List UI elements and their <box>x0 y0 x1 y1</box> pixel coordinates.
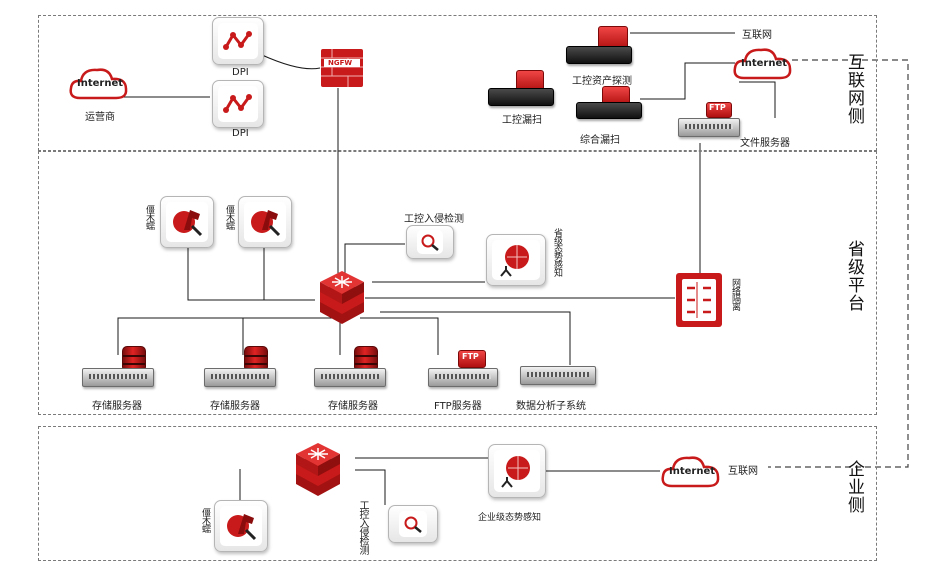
ngfw-firewall[interactable]: NGFW <box>320 48 364 88</box>
line-dpi-ngfw <box>261 54 321 70</box>
internet-label-top: Internet <box>741 58 788 69</box>
file-server[interactable]: FTP <box>676 102 742 138</box>
database-icon <box>244 346 268 372</box>
chart-link-icon <box>223 31 252 50</box>
dpi-device-1[interactable] <box>212 17 264 65</box>
cloud-icon <box>733 48 792 80</box>
enterprise-ids-label: 工控入侵检测 <box>357 500 368 554</box>
radar-globe-icon <box>501 456 530 488</box>
ics-asset-probe-device[interactable] <box>566 26 632 68</box>
core-router-provincial[interactable] <box>312 268 372 328</box>
network-gatekeeper-label: 网络隔离 <box>730 278 740 310</box>
trojan-label-1: 僵木蠕 <box>144 205 154 229</box>
database-icon <box>354 346 378 372</box>
firewall-icon <box>676 273 722 327</box>
trojan-horse-icon <box>251 210 281 237</box>
storage-server-label-2: 存储服务器 <box>210 401 260 412</box>
trojan-detector-1[interactable] <box>160 196 214 248</box>
ngfw-label: NGFW <box>328 59 353 67</box>
trojan-horse-icon <box>227 514 257 541</box>
line-trojan1-core <box>187 248 315 301</box>
enterprise-sa-label: 企业级态势感知 <box>478 513 542 523</box>
line-core-analysis <box>380 311 571 365</box>
storage-server-label-3: 存储服务器 <box>328 401 378 412</box>
integrated-scan-device[interactable] <box>576 86 642 122</box>
provincial-sa-device[interactable] <box>486 234 546 286</box>
ftp-server[interactable]: FTP <box>428 350 498 388</box>
line-core-storage1 <box>117 317 335 355</box>
cloud-icon <box>69 68 128 100</box>
chart-link-icon <box>223 94 252 113</box>
server-icon <box>428 368 498 387</box>
server-icon <box>204 368 276 387</box>
ics-ids-label: 工控入侵检测 <box>404 214 464 225</box>
internet-cloud-operator[interactable]: Internet <box>68 64 130 102</box>
line-internet-fileserver <box>739 81 776 118</box>
data-analysis-label: 数据分析子系统 <box>516 401 586 412</box>
core-router-enterprise[interactable] <box>288 440 348 500</box>
storage-server-label-1: 存储服务器 <box>92 401 142 412</box>
server-icon <box>520 366 596 385</box>
internet-label-enterprise: Internet <box>669 466 716 477</box>
file-server-label: 文件服务器 <box>740 138 790 149</box>
server-icon <box>82 368 154 387</box>
dpi-device-2[interactable] <box>212 80 264 128</box>
ics-ids-enterprise[interactable] <box>388 505 438 543</box>
magnifier-icon <box>421 234 439 251</box>
ics-scan-label: 工控漏扫 <box>502 115 542 126</box>
zone-label-provincial: 省级平台 <box>844 240 864 312</box>
zone-internet-side <box>38 15 877 151</box>
router-icon <box>296 443 340 496</box>
internet-top-label: 互联网 <box>742 30 772 41</box>
ics-ids-device[interactable] <box>406 225 454 259</box>
line-ids-core <box>344 243 405 278</box>
provincial-sa-label: 省级态势感知 <box>552 228 562 276</box>
enterprise-sa-device[interactable] <box>488 444 546 498</box>
internet-cloud-top[interactable]: Internet <box>732 44 794 82</box>
line-core-ids-ent <box>355 469 386 505</box>
line-core-ftp <box>360 317 439 355</box>
storage-server-2[interactable] <box>204 346 276 388</box>
router-icon <box>320 271 364 324</box>
magnifier-icon <box>404 516 422 533</box>
internet-cloud-enterprise[interactable]: Internet <box>660 452 722 490</box>
trojan-detector-2[interactable] <box>238 196 292 248</box>
radar-globe-icon <box>500 245 529 277</box>
line-scan-internet <box>640 62 735 100</box>
trojan-detector-enterprise[interactable] <box>214 500 268 552</box>
network-gatekeeper[interactable] <box>675 272 723 328</box>
server-icon <box>314 368 386 387</box>
dpi-label-2: DPI <box>232 128 249 139</box>
internet-label-operator: Internet <box>77 78 124 89</box>
internet-enterprise-label: 互联网 <box>728 466 758 477</box>
data-analysis-server[interactable] <box>520 366 596 390</box>
zone-provincial <box>38 151 877 415</box>
zone-label-enterprise: 企业侧 <box>844 460 864 514</box>
ftp-badge-provincial: FTP <box>462 352 479 361</box>
ics-asset-probe-label: 工控资产探测 <box>572 76 632 87</box>
storage-server-3[interactable] <box>314 346 386 388</box>
dashed-internet-link <box>768 59 909 468</box>
cloud-icon <box>661 456 720 488</box>
ics-scan-device[interactable] <box>488 70 554 108</box>
trojan-horse-icon <box>173 210 203 237</box>
zone-enterprise <box>38 426 877 561</box>
trojan-label-ent: 僵木蠕 <box>200 508 210 532</box>
integrated-scan-label: 综合漏扫 <box>580 135 620 146</box>
zone-label-internet-side: 互联网侧 <box>844 53 864 125</box>
operator-label: 运营商 <box>85 112 115 123</box>
firewall-icon <box>321 49 363 87</box>
trojan-label-2: 僵木蠕 <box>224 205 234 229</box>
dpi-label-1: DPI <box>232 67 249 78</box>
ftp-server-label: FTP服务器 <box>434 401 482 412</box>
ftp-badge-top: FTP <box>709 103 726 112</box>
storage-server-1[interactable] <box>82 346 154 388</box>
